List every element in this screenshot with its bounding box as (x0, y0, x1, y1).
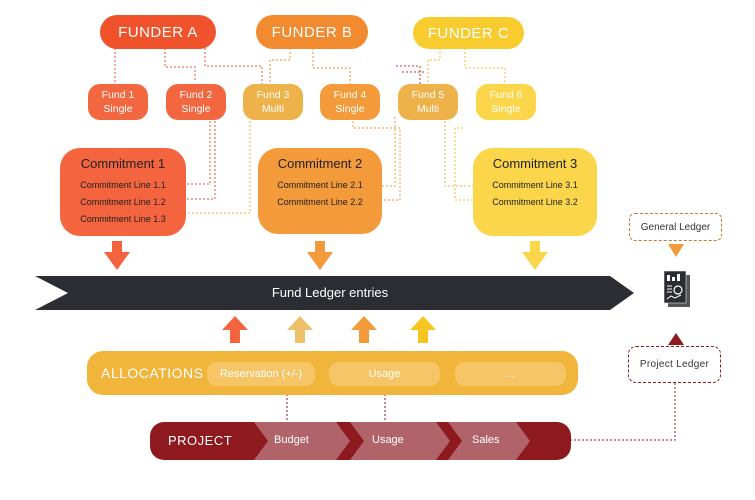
funder-c-node: FUNDER C (413, 17, 524, 49)
allocation-more-label: ... (505, 368, 516, 380)
commitment-3-title: Commitment 3 (492, 156, 578, 171)
project-stage-chevrons (254, 422, 530, 460)
fund-5-name: Fund 5 (411, 89, 445, 101)
link-fund3-cl13 (186, 117, 251, 214)
project-title: PROJECT (168, 433, 233, 448)
commitment-line-1-2: Commitment Line 1.2 (80, 197, 166, 207)
allocation-reservation: Reservation (+/-) (207, 362, 315, 386)
fund-2-type: Single (181, 103, 211, 115)
allocation-reservation-label: Reservation (+/-) (219, 368, 303, 380)
general-ledger-box: General Ledger (629, 213, 722, 241)
down-arrow-commitment-1 (104, 241, 130, 270)
commitment-3-card: Commitment 3 Commitment Line 3.1 Commitm… (473, 148, 597, 236)
link-fund4-cl22 (352, 117, 401, 201)
commitment-2-title: Commitment 2 (277, 156, 363, 171)
project-ledger-label: Project Ledger (639, 359, 710, 370)
fund-6-name: Fund 6 (489, 89, 523, 101)
link-funderA-fund3 (204, 48, 263, 84)
up-arrow-1 (222, 316, 248, 343)
funder-b-label: FUNDER B (271, 23, 353, 41)
link-fund4-cl21 (378, 117, 396, 187)
fund-4-name: Fund 4 (333, 89, 367, 101)
commitment-line-1-1: Commitment Line 1.1 (80, 180, 166, 190)
general-ledger-arrow (668, 244, 684, 257)
stage-sales-label: Sales (472, 434, 500, 446)
general-ledger-label: General Ledger (640, 221, 711, 233)
fund-6-type: Single (491, 103, 521, 115)
link-funderC-fund6 (464, 48, 506, 84)
funder-c-label: FUNDER C (427, 24, 510, 42)
stage-chevron-sales (448, 422, 530, 460)
allocation-usage: Usage (329, 362, 440, 386)
allocation-usage-label: Usage (368, 368, 401, 380)
link-funderB-fund3 (269, 48, 291, 84)
commitment-line-3-2: Commitment Line 3.2 (492, 197, 578, 207)
stage-chevron-usage (350, 422, 450, 460)
commitment-line-3-1: Commitment Line 3.1 (492, 180, 578, 190)
fund-1-node: Fund 1 Single (88, 84, 148, 120)
link-fund5-extra (396, 65, 421, 84)
fund-1-type: Single (103, 103, 133, 115)
commitment-2-card: Commitment 2 Commitment Line 2.1 Commitm… (258, 148, 382, 234)
link-funderA-fund2 (164, 48, 196, 82)
fund-3-node: Fund 3 Multi (243, 84, 303, 120)
stage-budget-label: Budget (274, 434, 309, 446)
fund-5-type: Multi (416, 103, 440, 115)
link-fund6-cl32 (454, 127, 476, 201)
fund-ledger-band (35, 276, 634, 310)
link-project-ledger (570, 383, 676, 441)
fund-2-node: Fund 2 Single (166, 84, 226, 120)
allocation-more: ... (455, 362, 566, 386)
project-ledger-box: Project Ledger (628, 346, 721, 383)
ledger-document-icon (663, 270, 690, 307)
up-arrow-2 (287, 316, 313, 343)
fund-3-name: Fund 3 (256, 89, 290, 101)
link-fund1-cl12 (186, 117, 216, 200)
funder-a-label: FUNDER A (118, 23, 198, 41)
up-arrow-3 (351, 316, 377, 343)
fund-2-name: Fund 2 (179, 89, 213, 101)
stage-chevron-budget (254, 422, 350, 460)
commitment-line-2-1: Commitment Line 2.1 (277, 180, 363, 190)
commitment-line-1-3: Commitment Line 1.3 (80, 214, 166, 224)
fund-3-type: Multi (261, 103, 285, 115)
project-bar: PROJECT Budget Usage Sales (150, 422, 571, 460)
commitment-1-card: Commitment 1 Commitment Line 1.1 Commitm… (60, 148, 186, 236)
fund-5-node: Fund 5 Multi (398, 84, 458, 120)
project-ledger-arrow (668, 333, 684, 345)
fund-4-type: Single (335, 103, 365, 115)
commitment-line-2-2: Commitment Line 2.2 (277, 197, 363, 207)
commitment-1-title: Commitment 1 (80, 156, 166, 171)
allocations-bar: ALLOCATIONS Reservation (+/-) Usage ... (87, 351, 578, 395)
funder-a-node: FUNDER A (100, 15, 216, 49)
fund-4-node: Fund 4 Single (320, 84, 380, 120)
fund-6-node: Fund 6 Single (476, 84, 536, 120)
down-arrow-commitment-3 (522, 241, 548, 270)
allocations-title: ALLOCATIONS (101, 365, 204, 381)
down-arrow-commitment-2 (307, 241, 333, 270)
fund-ledger-label: Fund Ledger entries (271, 285, 389, 300)
link-fund5-cl31 (444, 117, 476, 187)
up-arrow-4 (410, 316, 436, 343)
link-funderC-fund5 (427, 48, 441, 84)
stage-usage-label: Usage (372, 434, 404, 446)
fund-1-name: Fund 1 (101, 89, 135, 101)
funder-b-node: FUNDER B (256, 15, 368, 49)
link-funderB-fund4 (312, 48, 351, 84)
